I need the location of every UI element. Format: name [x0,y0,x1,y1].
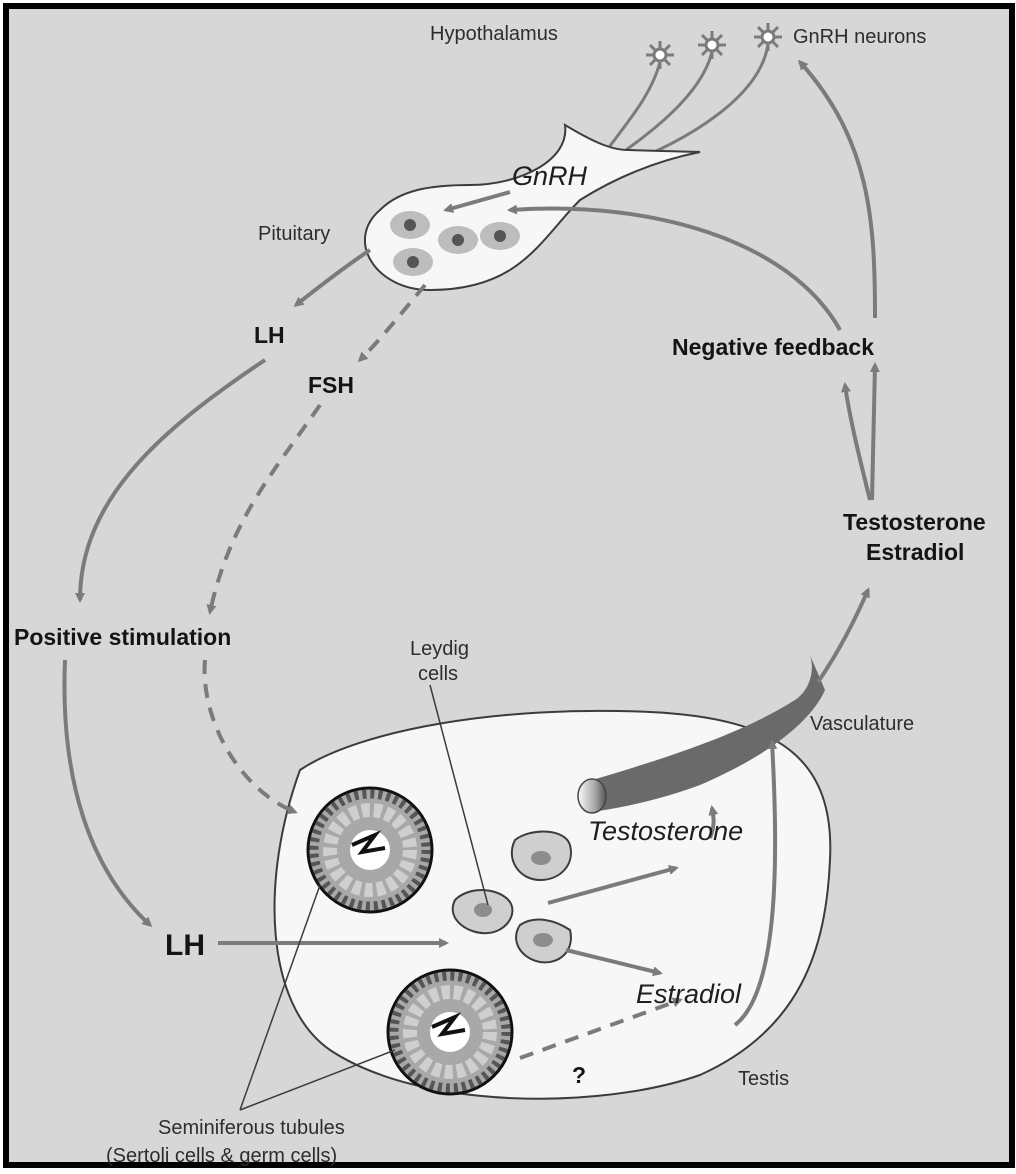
label-pituitary: Pituitary [258,223,330,245]
tubule-lower [388,970,512,1094]
label-hypothalamus: Hypothalamus [430,23,558,45]
label-leydig-line1: Leydig [410,638,469,660]
label-testis: Testis [738,1068,789,1090]
label-gnrh-neurons: GnRH neurons [793,26,926,48]
label-seminiferous-line1: Seminiferous tubules [158,1117,345,1139]
label-estradiol-local: Estradiol [636,979,742,1009]
label-question: ? [572,1062,586,1088]
label-positive-stimulation: Positive stimulation [14,624,231,650]
label-vasculature: Vasculature [810,713,914,735]
label-lh-top: LH [254,322,285,348]
label-testosterone-systemic: Testosterone [843,509,986,535]
label-testosterone-local: Testosterone [588,816,743,846]
label-seminiferous-line2: (Sertoli cells & germ cells) [106,1145,337,1167]
label-leydig-line2: cells [418,663,458,685]
label-gnrh: GnRH [512,161,588,191]
tubule-upper [308,788,432,912]
label-estradiol-systemic: Estradiol [866,539,964,565]
label-lh-bottom: LH [165,929,205,962]
label-fsh: FSH [308,372,354,398]
label-negative-feedback: Negative feedback [672,334,874,360]
